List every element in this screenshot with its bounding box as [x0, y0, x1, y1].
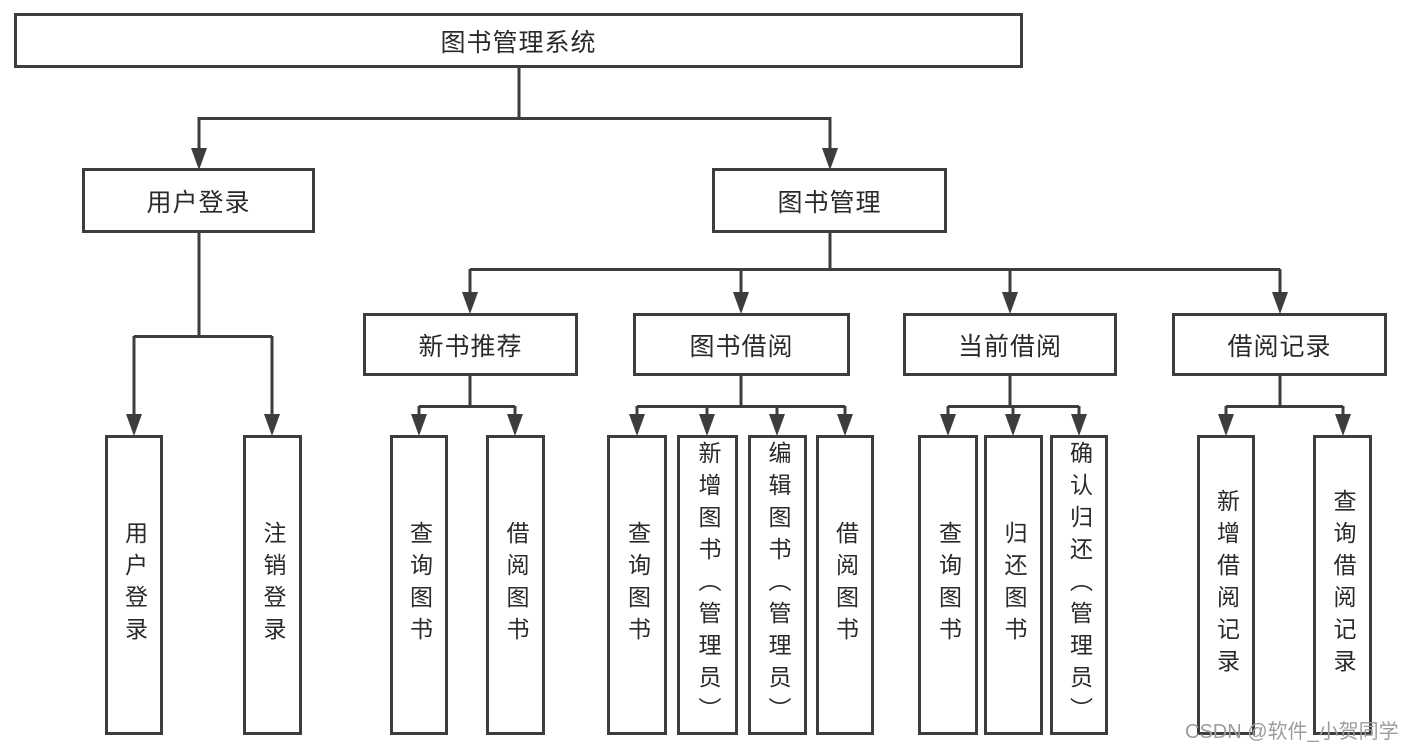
- node-cb-query-books-label: 查询图书: [935, 521, 962, 649]
- node-borrow-records: 借阅记录: [1172, 313, 1387, 376]
- node-library-system-label: 图书管理系统: [440, 28, 597, 57]
- node-new-book-recommend: 新书推荐: [363, 313, 578, 376]
- node-br-query-record: 查询借阅记录: [1313, 435, 1372, 735]
- node-library-system: 图书管理系统: [14, 13, 1023, 68]
- node-book-management-label: 图书管理: [777, 188, 882, 217]
- node-bb-borrow-books: 借阅图书: [816, 435, 874, 735]
- node-book-management: 图书管理: [712, 168, 947, 233]
- node-user-login-label: 用户登录: [146, 188, 251, 217]
- node-bb-add-books: 新增图书（管理员）: [677, 435, 738, 735]
- node-cb-confirm-return-label: 确认归还（管理员）: [1066, 441, 1093, 729]
- node-current-borrow: 当前借阅: [903, 313, 1117, 376]
- node-user-login-op-label: 用户登录: [121, 521, 148, 649]
- node-book-borrow-label: 图书借阅: [689, 332, 794, 361]
- node-bb-borrow-books-label: 借阅图书: [832, 521, 859, 649]
- node-bb-query-books-label: 查询图书: [624, 521, 651, 649]
- node-cb-query-books: 查询图书: [918, 435, 978, 735]
- node-new-book-recommend-label: 新书推荐: [418, 332, 523, 361]
- node-bb-edit-books: 编辑图书（管理员）: [748, 435, 807, 735]
- node-br-add-record: 新增借阅记录: [1197, 435, 1255, 735]
- node-cb-return-books: 归还图书: [984, 435, 1043, 735]
- node-borrow-records-label: 借阅记录: [1227, 332, 1332, 361]
- node-rec-borrow-books-label: 借阅图书: [503, 521, 529, 649]
- node-br-add-record-label: 新增借阅记录: [1213, 489, 1240, 681]
- node-cb-return-books-label: 归还图书: [1001, 521, 1027, 649]
- node-book-borrow: 图书借阅: [633, 313, 850, 376]
- node-user-login-op: 用户登录: [105, 435, 163, 735]
- node-bb-query-books: 查询图书: [607, 435, 667, 735]
- node-br-query-record-label: 查询借阅记录: [1330, 489, 1356, 681]
- node-rec-query-books: 查询图书: [390, 435, 448, 735]
- node-logout-op-label: 注销登录: [260, 521, 286, 649]
- node-logout-op: 注销登录: [243, 435, 302, 735]
- node-rec-borrow-books: 借阅图书: [486, 435, 545, 735]
- node-current-borrow-label: 当前借阅: [957, 332, 1062, 361]
- node-cb-confirm-return: 确认归还（管理员）: [1050, 435, 1108, 735]
- node-rec-query-books-label: 查询图书: [406, 521, 433, 649]
- node-user-login: 用户登录: [82, 168, 315, 233]
- csdn-watermark: CSDN @软件_小贺同学: [1185, 721, 1399, 743]
- node-bb-add-books-label: 新增图书（管理员）: [695, 441, 721, 729]
- node-bb-edit-books-label: 编辑图书（管理员）: [765, 441, 791, 729]
